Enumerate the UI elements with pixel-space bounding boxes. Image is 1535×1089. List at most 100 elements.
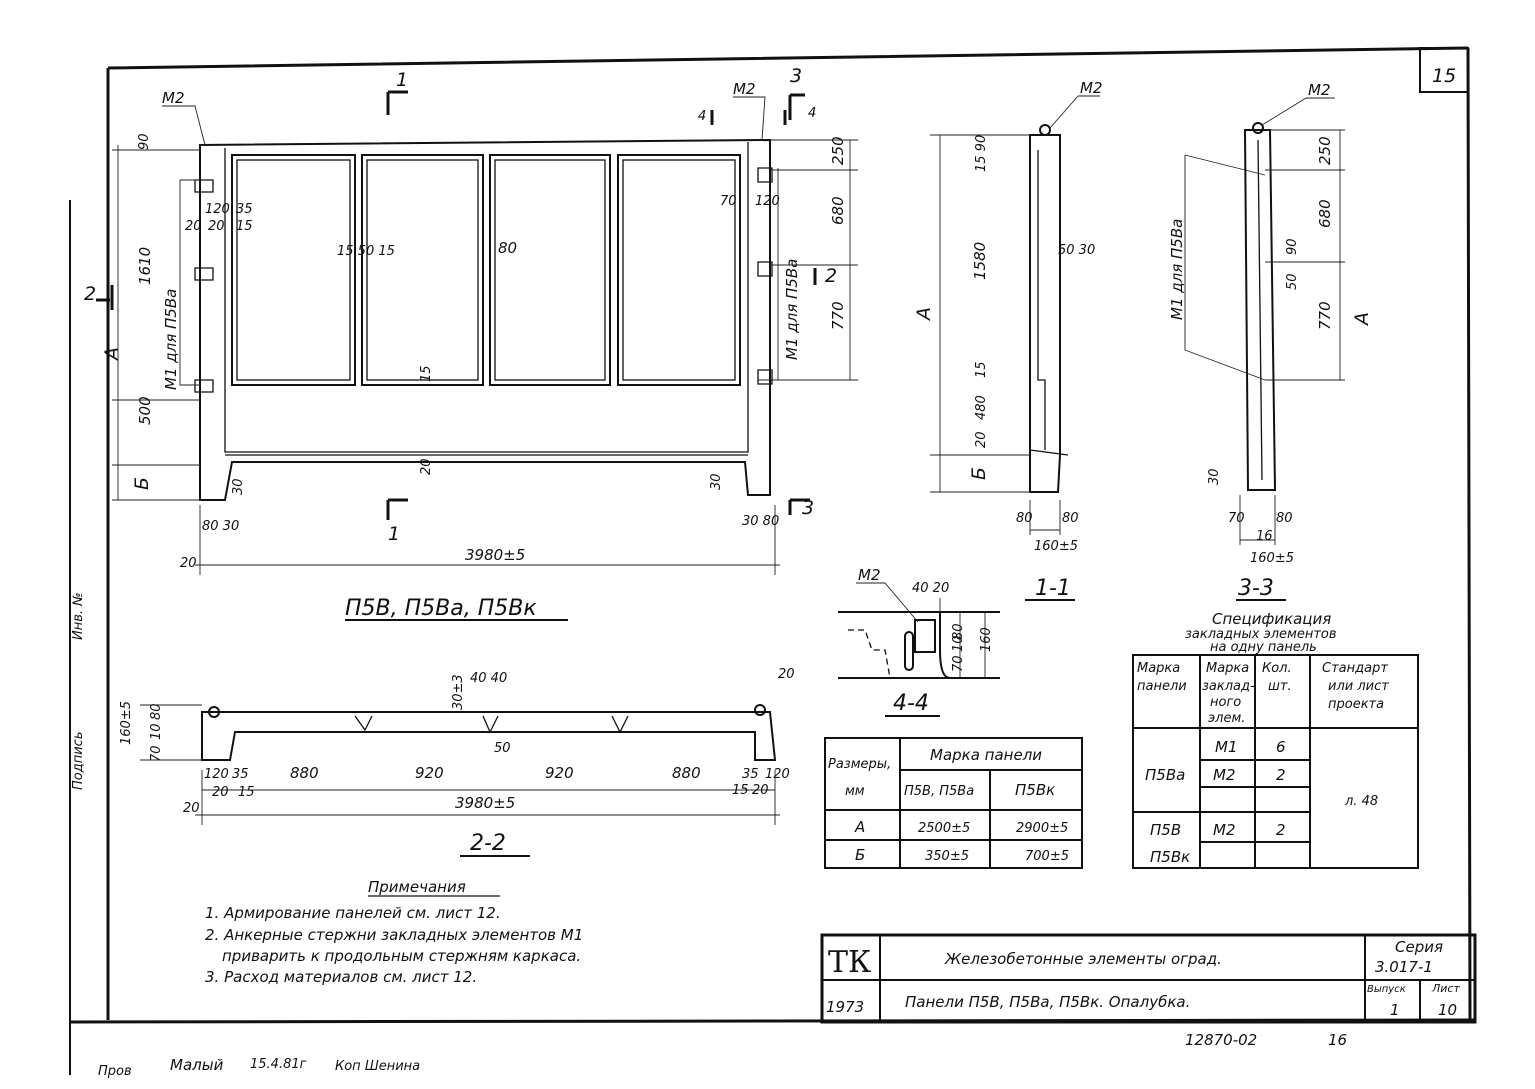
- section-mark: 4: [698, 109, 706, 124]
- table-header: или лист: [1328, 679, 1389, 694]
- height-b-label: Б: [131, 477, 153, 490]
- section-2-2: 160±5 80 10 70 30±3 40 40 50 120 35 20 1…: [119, 667, 795, 857]
- dim-label: 1580: [971, 242, 989, 280]
- section-4-4: M2 40 20 80 10 70 160 4-4: [838, 566, 1000, 717]
- notes: Примечания 1. Армирование панелей см. ли…: [205, 878, 583, 986]
- table-cell: M2: [1213, 766, 1236, 784]
- dim-label: 250: [1316, 136, 1334, 165]
- issue-label: Выпуск: [1367, 984, 1406, 995]
- table-header: проекта: [1328, 697, 1384, 712]
- dim-label: 120: [205, 202, 230, 217]
- table-header: шт.: [1268, 679, 1292, 694]
- table-header: ного: [1210, 695, 1241, 710]
- section-mark: 3: [790, 65, 802, 87]
- section-mark: 2: [84, 283, 96, 305]
- table-header: П5В, П5Ва: [904, 784, 974, 799]
- dim-label: 880: [672, 764, 701, 782]
- table-cell: 2500±5: [918, 821, 970, 836]
- overall-length-dim: 3980±5: [455, 794, 515, 812]
- dim-label: 20: [974, 431, 989, 448]
- archive-code: 12870-02: [1185, 1031, 1257, 1049]
- year: 1973: [826, 998, 864, 1016]
- dim-label: 480: [974, 395, 989, 420]
- dim-label: 90: [1285, 238, 1300, 255]
- series-label: Серия: [1395, 938, 1443, 956]
- section-1-1: M2 A Б 15 90 1580 15 480 20 50 30 80 80 …: [913, 79, 1103, 601]
- dim-label: 80: [149, 703, 164, 720]
- table-cell: A: [854, 818, 865, 836]
- dim-label: 20: [212, 785, 229, 800]
- dim-label: 10: [149, 723, 164, 740]
- note-item: 1. Армирование панелей см. лист 12.: [205, 904, 501, 922]
- dim-label: 30: [709, 473, 724, 490]
- dim-label: 80: [951, 623, 966, 640]
- signature-date: 15.4.81г: [250, 1057, 307, 1072]
- elevation-title: П5В, П5Ва, П5Вк: [345, 596, 537, 621]
- sheet-value: 10: [1438, 1001, 1457, 1019]
- table-header: Марка: [1206, 661, 1249, 676]
- page-number: 16: [1328, 1031, 1347, 1049]
- m2-label: M2: [1308, 81, 1331, 99]
- dim-label: 15: [419, 365, 434, 382]
- dim-label: 30: [231, 478, 246, 495]
- m1-label: M1 для П5Ва: [162, 289, 180, 390]
- section-mark: 1: [388, 523, 400, 545]
- m2-label: M2: [1080, 79, 1103, 97]
- dim-label: 15: [238, 785, 255, 800]
- dim-label: 120: [765, 767, 790, 782]
- margin-stamp: Подпись: [71, 732, 86, 790]
- sheet-label: Лист: [1431, 982, 1460, 995]
- dim-label: 80: [1276, 511, 1293, 526]
- table-header: Кол.: [1262, 661, 1292, 676]
- dim-label: 50: [494, 741, 511, 756]
- table-cell: 2: [1276, 821, 1286, 839]
- table-header: Марка: [1137, 661, 1180, 676]
- table-cell: П5В: [1150, 821, 1181, 839]
- height-a-label: A: [1351, 312, 1373, 327]
- table-cell: M2: [1213, 821, 1236, 839]
- note-item: приварить к продольным стержням каркаса.: [222, 947, 581, 965]
- dim-label: 50 30: [1058, 243, 1095, 258]
- dim-label: 770: [1316, 301, 1334, 330]
- dim-label: 20: [183, 801, 200, 816]
- title-block: ТК 1973 Железобетонные элементы оград. П…: [820, 933, 1477, 1024]
- dim-label: 15 90: [974, 135, 989, 172]
- m2-label: M2: [858, 566, 881, 584]
- margin-stamp: Инв. №: [71, 592, 86, 640]
- section-mark: 2: [825, 265, 837, 287]
- dim-label: 880: [290, 764, 319, 782]
- dim-label: 10: [951, 635, 966, 652]
- sheet-corner-number: 15: [1432, 65, 1456, 87]
- dim-label: 35: [232, 767, 249, 782]
- specification-table: Спецификация закладных элементов на одну…: [1132, 610, 1419, 869]
- section-mark: 1: [396, 69, 408, 91]
- table-cell: 6: [1276, 738, 1286, 756]
- dim-label: 20: [419, 458, 434, 475]
- sheet-frame: 15 Инв. № Подпись: [69, 46, 1476, 1075]
- dim-label: 40 40: [470, 671, 507, 686]
- dim-label: 1610: [136, 247, 154, 285]
- table-cell: Б: [855, 846, 865, 864]
- dim-label: 35: [742, 767, 759, 782]
- table-cell: л. 48: [1344, 794, 1378, 809]
- section-mark: 3: [802, 497, 814, 519]
- dim-label: 15: [974, 361, 989, 378]
- copyist: Коп Шенина: [335, 1059, 420, 1074]
- m2-label: M2: [733, 80, 756, 98]
- dim-label: 500: [136, 396, 154, 425]
- dim-label: 160±5: [119, 701, 134, 745]
- dim-label: 30: [1207, 468, 1222, 485]
- dim-label: 16: [1256, 529, 1273, 544]
- table-header: панели: [1137, 679, 1187, 694]
- notes-title: Примечания: [368, 878, 466, 896]
- spec-title: Спецификация: [1212, 610, 1331, 628]
- dim-label: 160±5: [1034, 539, 1078, 554]
- dim-label: 20: [752, 783, 769, 798]
- m1-label: M1 для П5Ва: [1168, 219, 1186, 320]
- dim-label: 160: [979, 627, 994, 652]
- table-cell: 2900±5: [1016, 821, 1068, 836]
- dim-label: 80: [498, 239, 517, 257]
- dim-label: 120: [755, 194, 780, 209]
- signature: Малый: [170, 1056, 224, 1074]
- table-header: элем.: [1208, 711, 1245, 726]
